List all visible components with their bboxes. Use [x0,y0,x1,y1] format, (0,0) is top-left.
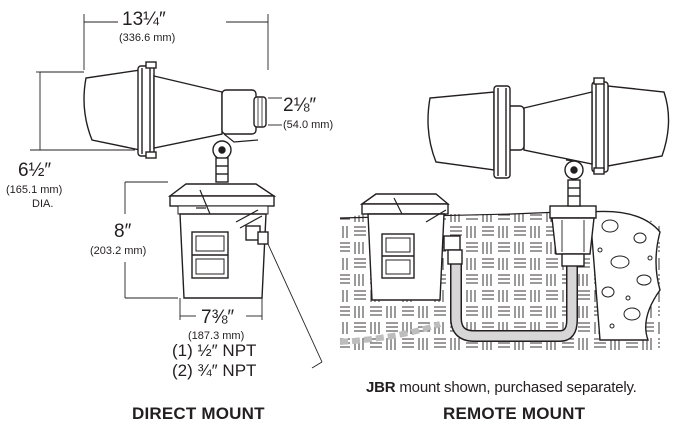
width-dimension: 13¼″ [122,9,166,30]
width-dimension-mm: (336.6 mm) [119,32,176,44]
npt-note-three-quarter: (2) ¾″ NPT [172,361,257,380]
direct-mount-drawing [30,14,323,369]
box-width-dimension: 7⅜″ [201,307,235,328]
npt-note-half: (1) ½″ NPT [172,341,257,360]
diameter-dimension: 6½″ [18,160,52,181]
neck-dimension: 2⅛″ [283,95,317,116]
remote-mount-caption: JBR mount shown, purchased separately. [366,380,637,395]
diameter-label: DIA. [32,198,54,210]
jbr-label: JBR [366,379,396,396]
remote-mount-drawing [339,77,670,354]
remote-mount-caption-text: mount shown, purchased separately. [395,379,637,396]
diameter-dimension-mm: (165.1 mm) [6,184,63,196]
remote-mount-title: REMOTE MOUNT [443,404,586,423]
direct-mount-title: DIRECT MOUNT [132,404,265,423]
height-dimension: 8″ [114,221,132,242]
box-width-dimension-mm: (187.3 mm) [188,330,245,342]
neck-dimension-mm: (54.0 mm) [283,119,334,131]
height-dimension-mm: (203.2 mm) [90,245,147,257]
